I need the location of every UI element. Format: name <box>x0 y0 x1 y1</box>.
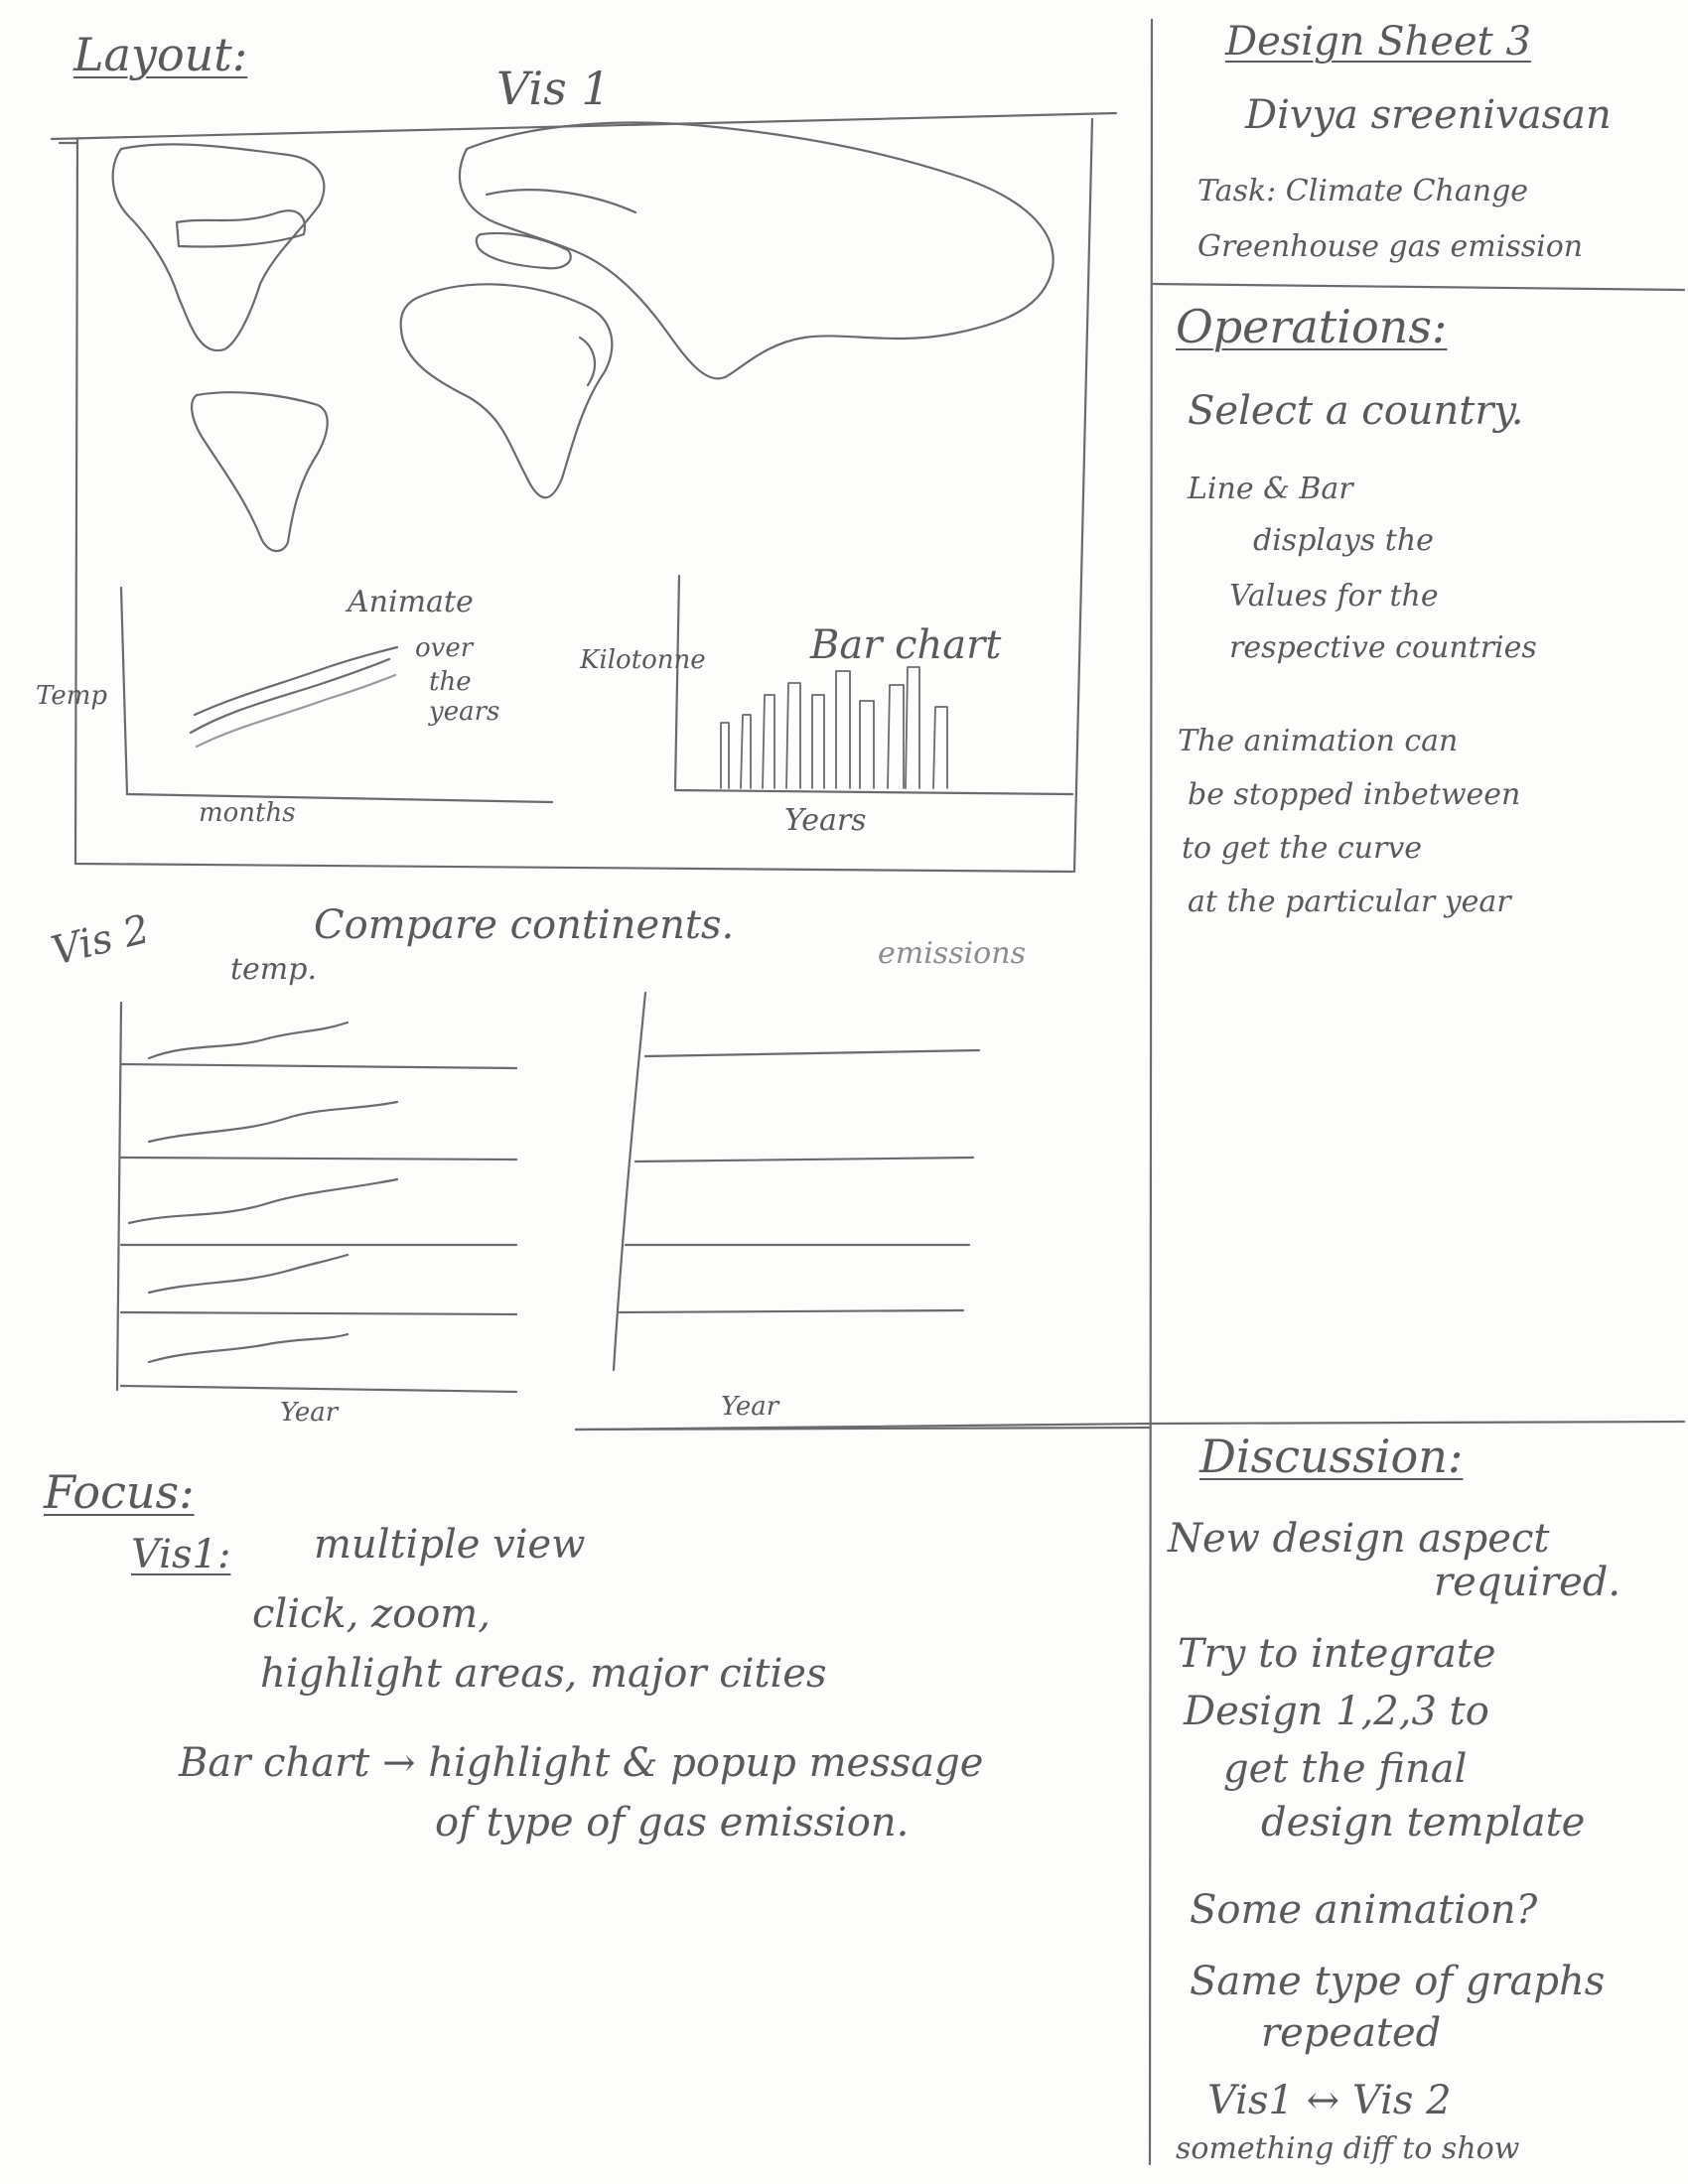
operations-heading: Operations: <box>1176 300 1448 353</box>
map-eurasia <box>458 121 1055 380</box>
operations-item-1: Select a country. <box>1188 388 1524 434</box>
barchart-y-axis <box>673 574 681 790</box>
discussion-line-11: something diff to show <box>1176 2131 1520 2166</box>
operations-note-3: to get the curve <box>1182 831 1423 866</box>
operations-note-2: be stopped inbetween <box>1188 777 1521 812</box>
right-divider-2 <box>1150 1420 1686 1426</box>
discussion-line-6: design template <box>1261 1800 1586 1845</box>
discussion-line-10: Vis1 ↔ Vis 2 <box>1207 2078 1452 2123</box>
temp-curve-3 <box>127 1177 399 1225</box>
operations-item-2: Line & Bar <box>1188 472 1353 506</box>
vis2-right-axis <box>612 991 647 1372</box>
temp-curve-1 <box>147 1021 350 1060</box>
operations-item-4: Values for the <box>1229 579 1439 614</box>
discussion-line-8: Same type of graphs <box>1190 1959 1606 2004</box>
vis1-title: Vis 1 <box>496 62 611 115</box>
focus-line-2: click, zoom, <box>252 1591 491 1637</box>
focus-line-3: highlight areas, major cities <box>260 1651 827 1697</box>
linechart-curve-2 <box>189 657 391 735</box>
focus-bar-line-1: Bar chart → highlight & popup message <box>179 1740 984 1786</box>
sheet-task-line2: Greenhouse gas emission <box>1197 229 1584 264</box>
barchart-bars <box>720 666 948 789</box>
discussion-line-2: required. <box>1434 1560 1621 1605</box>
vis2-temp-label: temp. <box>230 952 317 987</box>
vis2-emissions-label: emissions <box>878 936 1026 971</box>
operations-item-3: displays the <box>1253 523 1434 558</box>
temp-curve-5 <box>147 1332 350 1364</box>
focus-bar-line-2: of type of gas emission. <box>435 1800 910 1845</box>
map-north-america <box>111 143 326 352</box>
discussion-line-3: Try to integrate <box>1178 1631 1496 1677</box>
temp-curve-2 <box>147 1100 399 1144</box>
discussion-line-4: Design 1,2,3 to <box>1184 1689 1489 1734</box>
vis2-right-xlabel: Year <box>721 1392 779 1422</box>
map-africa <box>399 283 614 499</box>
linechart-note-4: years <box>429 697 500 727</box>
barchart-title: Bar chart <box>810 622 1002 668</box>
linechart-xlabel: months <box>199 798 296 828</box>
linechart-ylabel: Temp <box>36 681 108 711</box>
barchart-xlabel: Years <box>784 803 867 838</box>
layout-heading: Layout: <box>73 28 248 81</box>
linechart-curve-1 <box>193 645 399 717</box>
sheet-title: Design Sheet 3 <box>1225 19 1531 65</box>
barchart-x-axis <box>673 788 1074 796</box>
discussion-line-7: Some animation? <box>1190 1887 1538 1933</box>
linechart-note-2: over <box>415 633 474 663</box>
operations-note-4: at the particular year <box>1188 885 1511 919</box>
vis2-left-xlabel: Year <box>280 1398 339 1428</box>
focus-line-1: multiple view <box>314 1522 586 1568</box>
right-divider-1 <box>1150 282 1686 292</box>
map-south-america <box>191 391 329 553</box>
linechart-y-axis <box>119 586 129 796</box>
barchart-ylabel: Kilotonne <box>580 645 706 675</box>
discussion-line-9: repeated <box>1261 2010 1442 2056</box>
discussion-line-1: New design aspect <box>1168 1516 1550 1562</box>
vis2-left-axis <box>115 1001 123 1392</box>
focus-heading: Focus: <box>44 1465 195 1519</box>
linechart-note-1: Animate <box>348 585 474 619</box>
sheet-author: Divya sreenivasan <box>1245 92 1612 138</box>
operations-note-1: The animation can <box>1178 724 1459 758</box>
temp-curve-4 <box>147 1253 350 1295</box>
discussion-heading: Discussion: <box>1199 1430 1464 1483</box>
sheet-task-line1: Task: Climate Change <box>1197 174 1529 208</box>
vis1-frame <box>50 111 1118 874</box>
linechart-note-3: the <box>429 667 472 697</box>
map-europe <box>475 231 572 270</box>
discussion-line-5: get the final <box>1223 1746 1468 1792</box>
vertical-divider <box>1148 18 1154 2166</box>
vis2-title: Compare continents. <box>314 902 735 948</box>
focus-vis1-label: Vis1: <box>131 1532 231 1577</box>
linechart-curve-3 <box>195 673 397 749</box>
operations-item-5: respective countries <box>1229 630 1537 665</box>
linechart-x-axis <box>125 792 554 804</box>
